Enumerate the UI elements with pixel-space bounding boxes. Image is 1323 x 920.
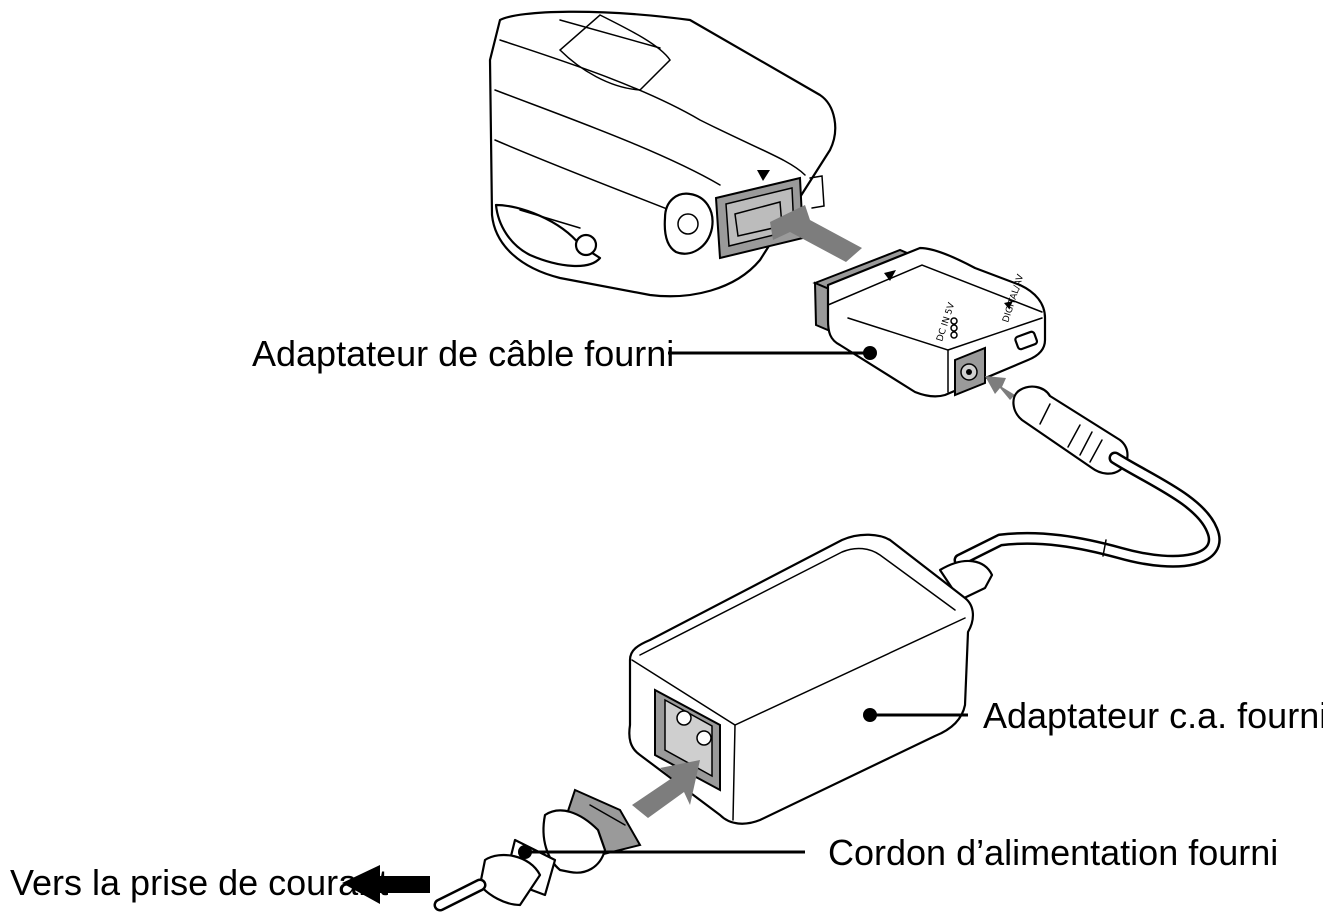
camera-body xyxy=(488,10,837,298)
cable-adapter: DC IN 5V DIGITAL/AV xyxy=(812,246,1047,398)
power-cord-plug xyxy=(433,788,642,912)
ac-adapter-label: Adaptateur c.a. fourni xyxy=(983,695,1323,736)
outlet-arrow-icon xyxy=(342,865,430,904)
label-outlet: Vers la prise de courant xyxy=(10,862,430,904)
outlet-label: Vers la prise de courant xyxy=(10,862,388,903)
insert-arrow-icon xyxy=(770,205,862,262)
label-power-cord: Cordon d’alimentation fourni xyxy=(518,832,1278,873)
ac-adapter xyxy=(628,533,994,825)
label-cable-adapter: Adaptateur de câble fourni xyxy=(252,333,877,374)
dc-plug xyxy=(953,385,1221,568)
label-ac-adapter: Adaptateur c.a. fourni xyxy=(863,695,1323,736)
insert-arrow-icon xyxy=(985,376,1015,400)
insert-arrow-icon xyxy=(632,760,700,818)
power-cord-label: Cordon d’alimentation fourni xyxy=(828,832,1278,873)
cable-adapter-label: Adaptateur de câble fourni xyxy=(252,333,674,374)
polarity-symbol-icon xyxy=(950,317,958,339)
